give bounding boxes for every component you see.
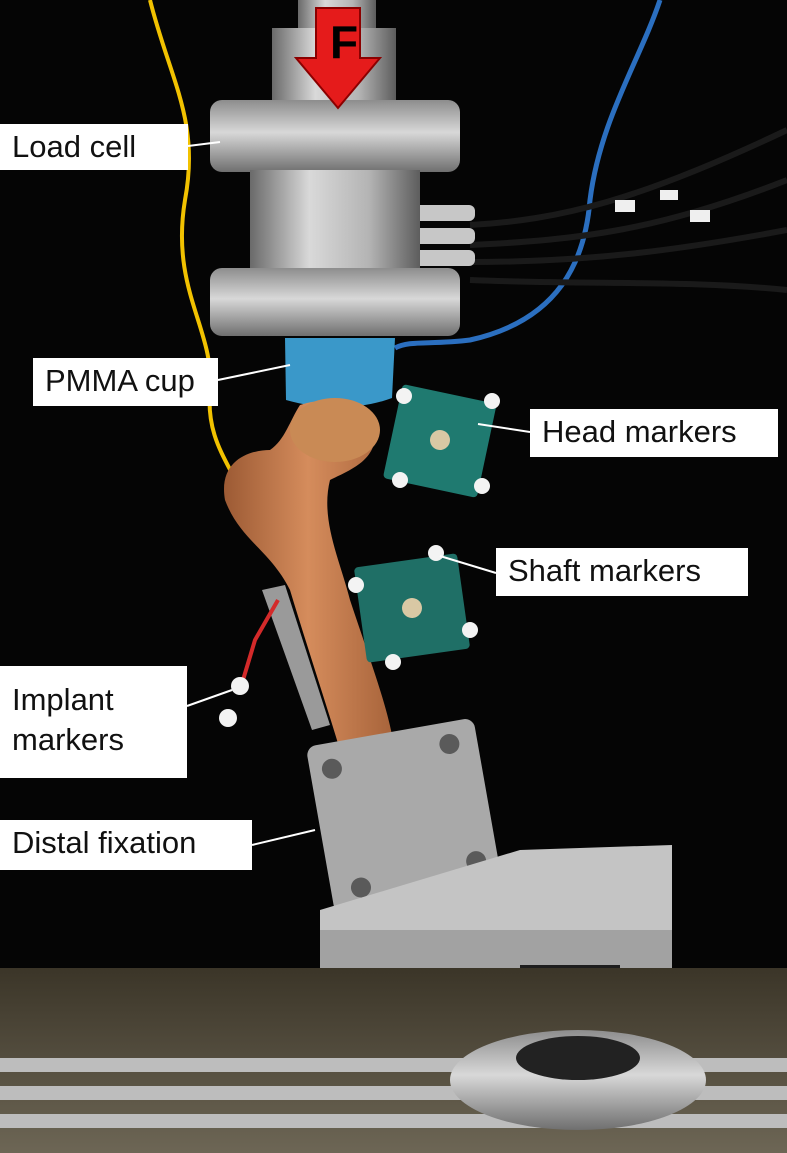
head-marker-ball-2 xyxy=(484,393,500,409)
shaft-marker-plate xyxy=(354,553,470,663)
shaft-marker-ball-4 xyxy=(462,622,478,638)
pointer-lines xyxy=(186,141,531,846)
head-marker-ball-4 xyxy=(474,478,490,494)
implant-markers-label-line1: Implant xyxy=(12,682,114,717)
head-marker-ball-1 xyxy=(396,388,412,404)
distal-fixation-label: Distal fixation xyxy=(0,820,252,870)
load-cell-label: Load cell xyxy=(0,124,188,170)
implant-marker-1 xyxy=(231,677,249,695)
femoral-head xyxy=(290,398,380,462)
shaft-marker-ball-3 xyxy=(385,654,401,670)
force-symbol: F xyxy=(329,16,359,68)
shaft-marker-ball-2 xyxy=(428,545,444,561)
load-cell-body xyxy=(250,170,420,278)
blue-cable xyxy=(393,0,663,351)
force-arrow xyxy=(293,7,383,110)
load-cell-top-flange xyxy=(210,100,460,172)
yellow-cable xyxy=(148,0,252,521)
pmma-cup-label: PMMA cup xyxy=(33,358,218,406)
femur-bone xyxy=(224,400,392,750)
implant-marker-2 xyxy=(219,709,237,727)
load-cell-bottom-flange xyxy=(210,268,460,336)
base-block-front xyxy=(320,930,672,970)
pmma-cup xyxy=(285,338,395,408)
head-marker-ball-3 xyxy=(392,472,408,488)
shaft-marker-ball-1 xyxy=(348,577,364,593)
distal-fixation-clamp xyxy=(307,719,502,913)
head-marker-plate xyxy=(383,384,496,498)
black-cables xyxy=(469,127,787,293)
implant-markers-label-line2: markers xyxy=(12,722,124,757)
implant-marker-rod xyxy=(238,599,280,691)
implant-plate xyxy=(262,585,330,730)
implant-markers-label: Implant markers xyxy=(0,666,187,778)
shaft-markers-label: Shaft markers xyxy=(496,548,748,596)
turntable-top xyxy=(516,1036,640,1080)
head-markers-label: Head markers xyxy=(530,409,778,457)
